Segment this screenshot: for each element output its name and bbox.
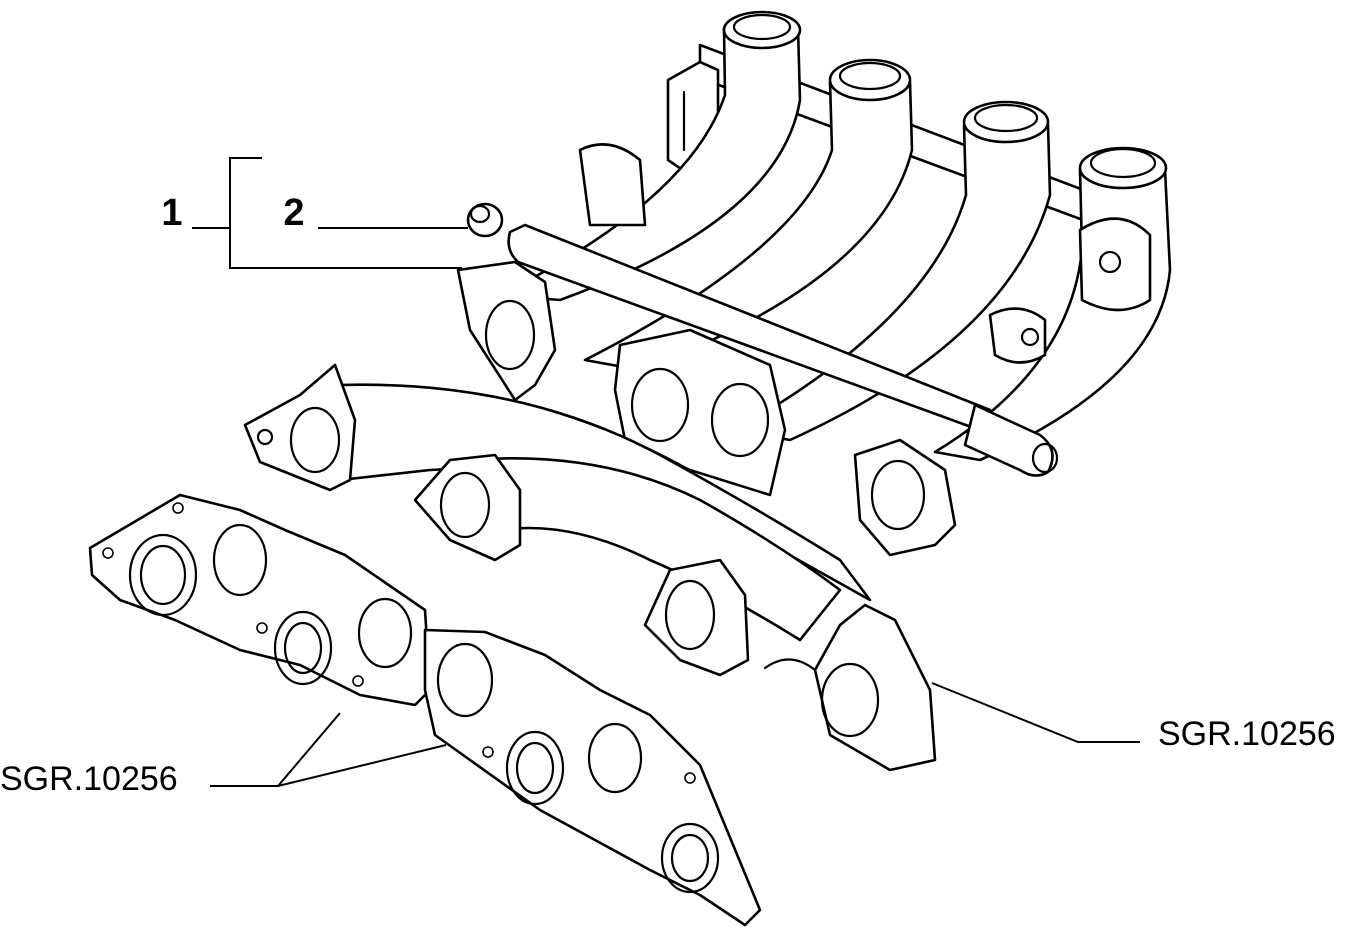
bracket-leader — [229, 157, 462, 269]
leader-manifold — [931, 682, 1140, 743]
label-item-1: 1 — [161, 192, 182, 234]
plug-cap — [466, 202, 504, 238]
leader-gasket — [210, 712, 447, 787]
exhaust-manifold — [243, 363, 937, 772]
label-item-2: 2 — [283, 192, 304, 234]
label-gasket-ref: SGR.10256 — [0, 760, 178, 798]
label-manifold-ref: SGR.10256 — [1158, 715, 1336, 753]
leader-lines — [192, 157, 1140, 787]
exhaust-gasket — [88, 493, 762, 927]
intake-manifold — [456, 10, 1172, 557]
